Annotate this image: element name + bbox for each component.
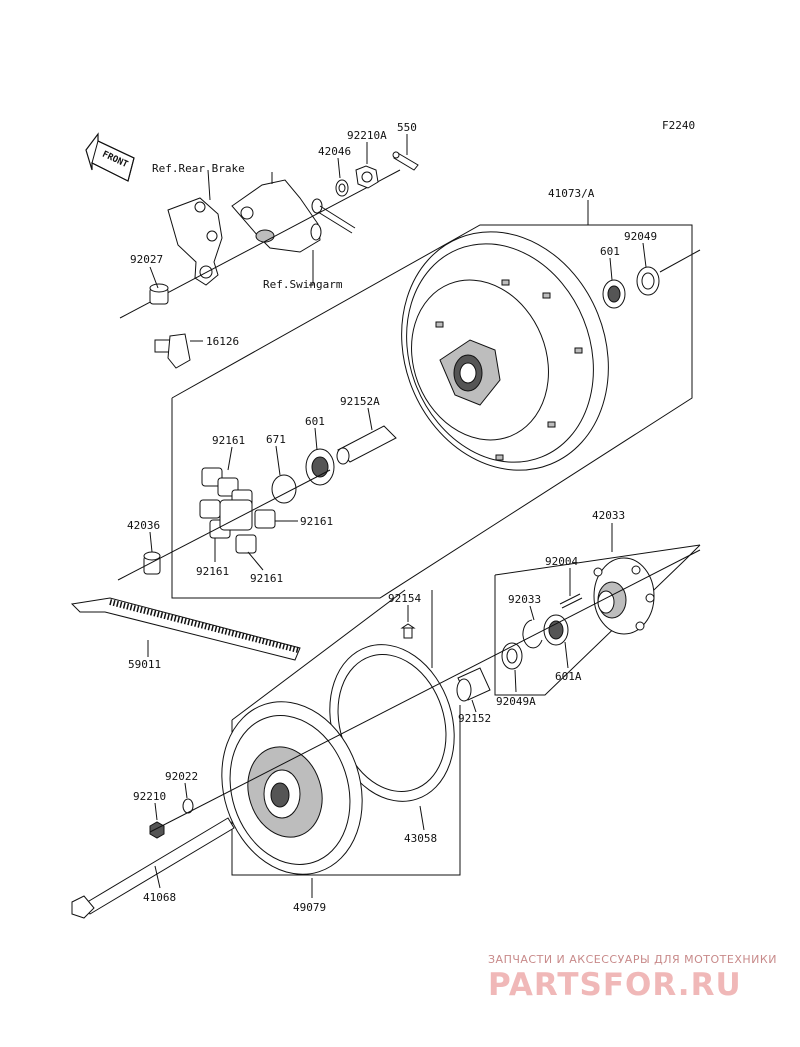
label-671: 671 [266,433,286,446]
label-601-mid: 601 [305,415,325,428]
frame-42033-top [494,544,701,576]
label-41073A: 41073/A [548,187,595,200]
adjuster-bolt [311,198,356,234]
spacer-92027 [149,283,169,305]
rear-brake-bracket [167,169,223,286]
label-16126: 16126 [206,335,239,348]
label-92161-c: 92161 [196,565,229,578]
label-92152: 92152 [458,712,491,725]
washer-42046 [335,179,349,197]
figure-code: F2240 [662,119,695,132]
frame-42033 [494,544,701,696]
spacer-92152 [456,667,491,702]
leader-92027 [149,266,159,289]
frame-41073A [171,224,693,599]
watermark-tagline: ЗАПЧАСТИ И АКСЕССУАРЫ ДЛЯ МОТОТЕХНИКИ [488,953,777,966]
swingarm-leader [309,250,314,286]
leader-92161-a [227,446,233,471]
leader-92152A [367,407,373,431]
label-92022: 92022 [165,770,198,783]
label-550: 550 [397,121,417,134]
front-arrow-icon: FRONT [85,132,135,182]
label-41068: 41068 [143,891,176,904]
coupling-hub-42033 [593,557,655,635]
label-92152A: 92152A [340,395,380,408]
nut-92210 [149,821,165,839]
label-42033: 42033 [592,509,625,522]
watermark-logo: PARTSFOR.RU [488,967,742,1003]
bearing-601-mid [305,448,335,486]
label-92161-a: 92161 [212,434,245,447]
label-42036: 42036 [127,519,160,532]
label-601-top: 601 [600,245,620,258]
leader-92161-d [247,551,264,571]
leader-92152 [471,699,477,713]
label-42046: 42046 [318,145,351,158]
seal-92049 [636,266,660,296]
bolt-92154 [400,623,416,639]
stud-92004 [559,593,583,609]
leader-42046 [337,157,341,179]
damper-92161-group [199,467,276,554]
label-92154: 92154 [388,592,421,605]
leader-42036 [149,531,153,553]
collar-42036 [143,551,161,575]
axis-line-right [659,249,701,273]
leader-92022 [184,782,188,799]
label-92004: 92004 [545,555,578,568]
leader-92049A [514,669,517,693]
nut-92210A [355,165,379,189]
pulley-49079 [221,701,363,875]
leader-41068 [154,865,161,889]
leader-671 [275,445,281,476]
disc-43058 [329,644,455,802]
label-92027: 92027 [130,253,163,266]
ref-rear-brake: Ref.Rear Brake [152,162,245,175]
leader-601-top [609,257,613,281]
swingarm-bracket [231,172,322,253]
label-49079: 49079 [293,901,326,914]
circlip-92033 [522,619,543,649]
label-92049: 92049 [624,230,657,243]
ref-swingarm: Ref.Swingarm [263,278,343,291]
label-601A: 601A [555,670,582,683]
label-92210: 92210 [133,790,166,803]
axis-line-bottom [149,549,701,833]
drive-belt-59011 [70,597,301,661]
leader-43058 [419,805,425,831]
axis-line-mid [117,469,331,581]
label-92161-b: 92161 [300,515,333,528]
leader-601A [564,641,569,669]
cotter-pin-550 [392,151,419,171]
axle-41068 [71,817,235,919]
label-92161-d: 92161 [250,572,283,585]
label-43058: 43058 [404,832,437,845]
leader-92049 [642,242,647,268]
bearing-601-top [602,279,626,309]
label-92210A: 92210A [347,129,387,142]
leader-601-mid [314,427,318,451]
frame-49079-top [231,589,406,721]
oring-671 [271,474,297,504]
rear-wheel-41073A [401,231,609,471]
sleeve-92152A [336,425,397,465]
label-92033: 92033 [508,593,541,606]
label-59011: 59011 [128,658,161,671]
label-92049A: 92049A [496,695,536,708]
leader-92210 [154,802,158,821]
leader-92033 [529,605,535,621]
fitting-16126 [154,333,191,369]
